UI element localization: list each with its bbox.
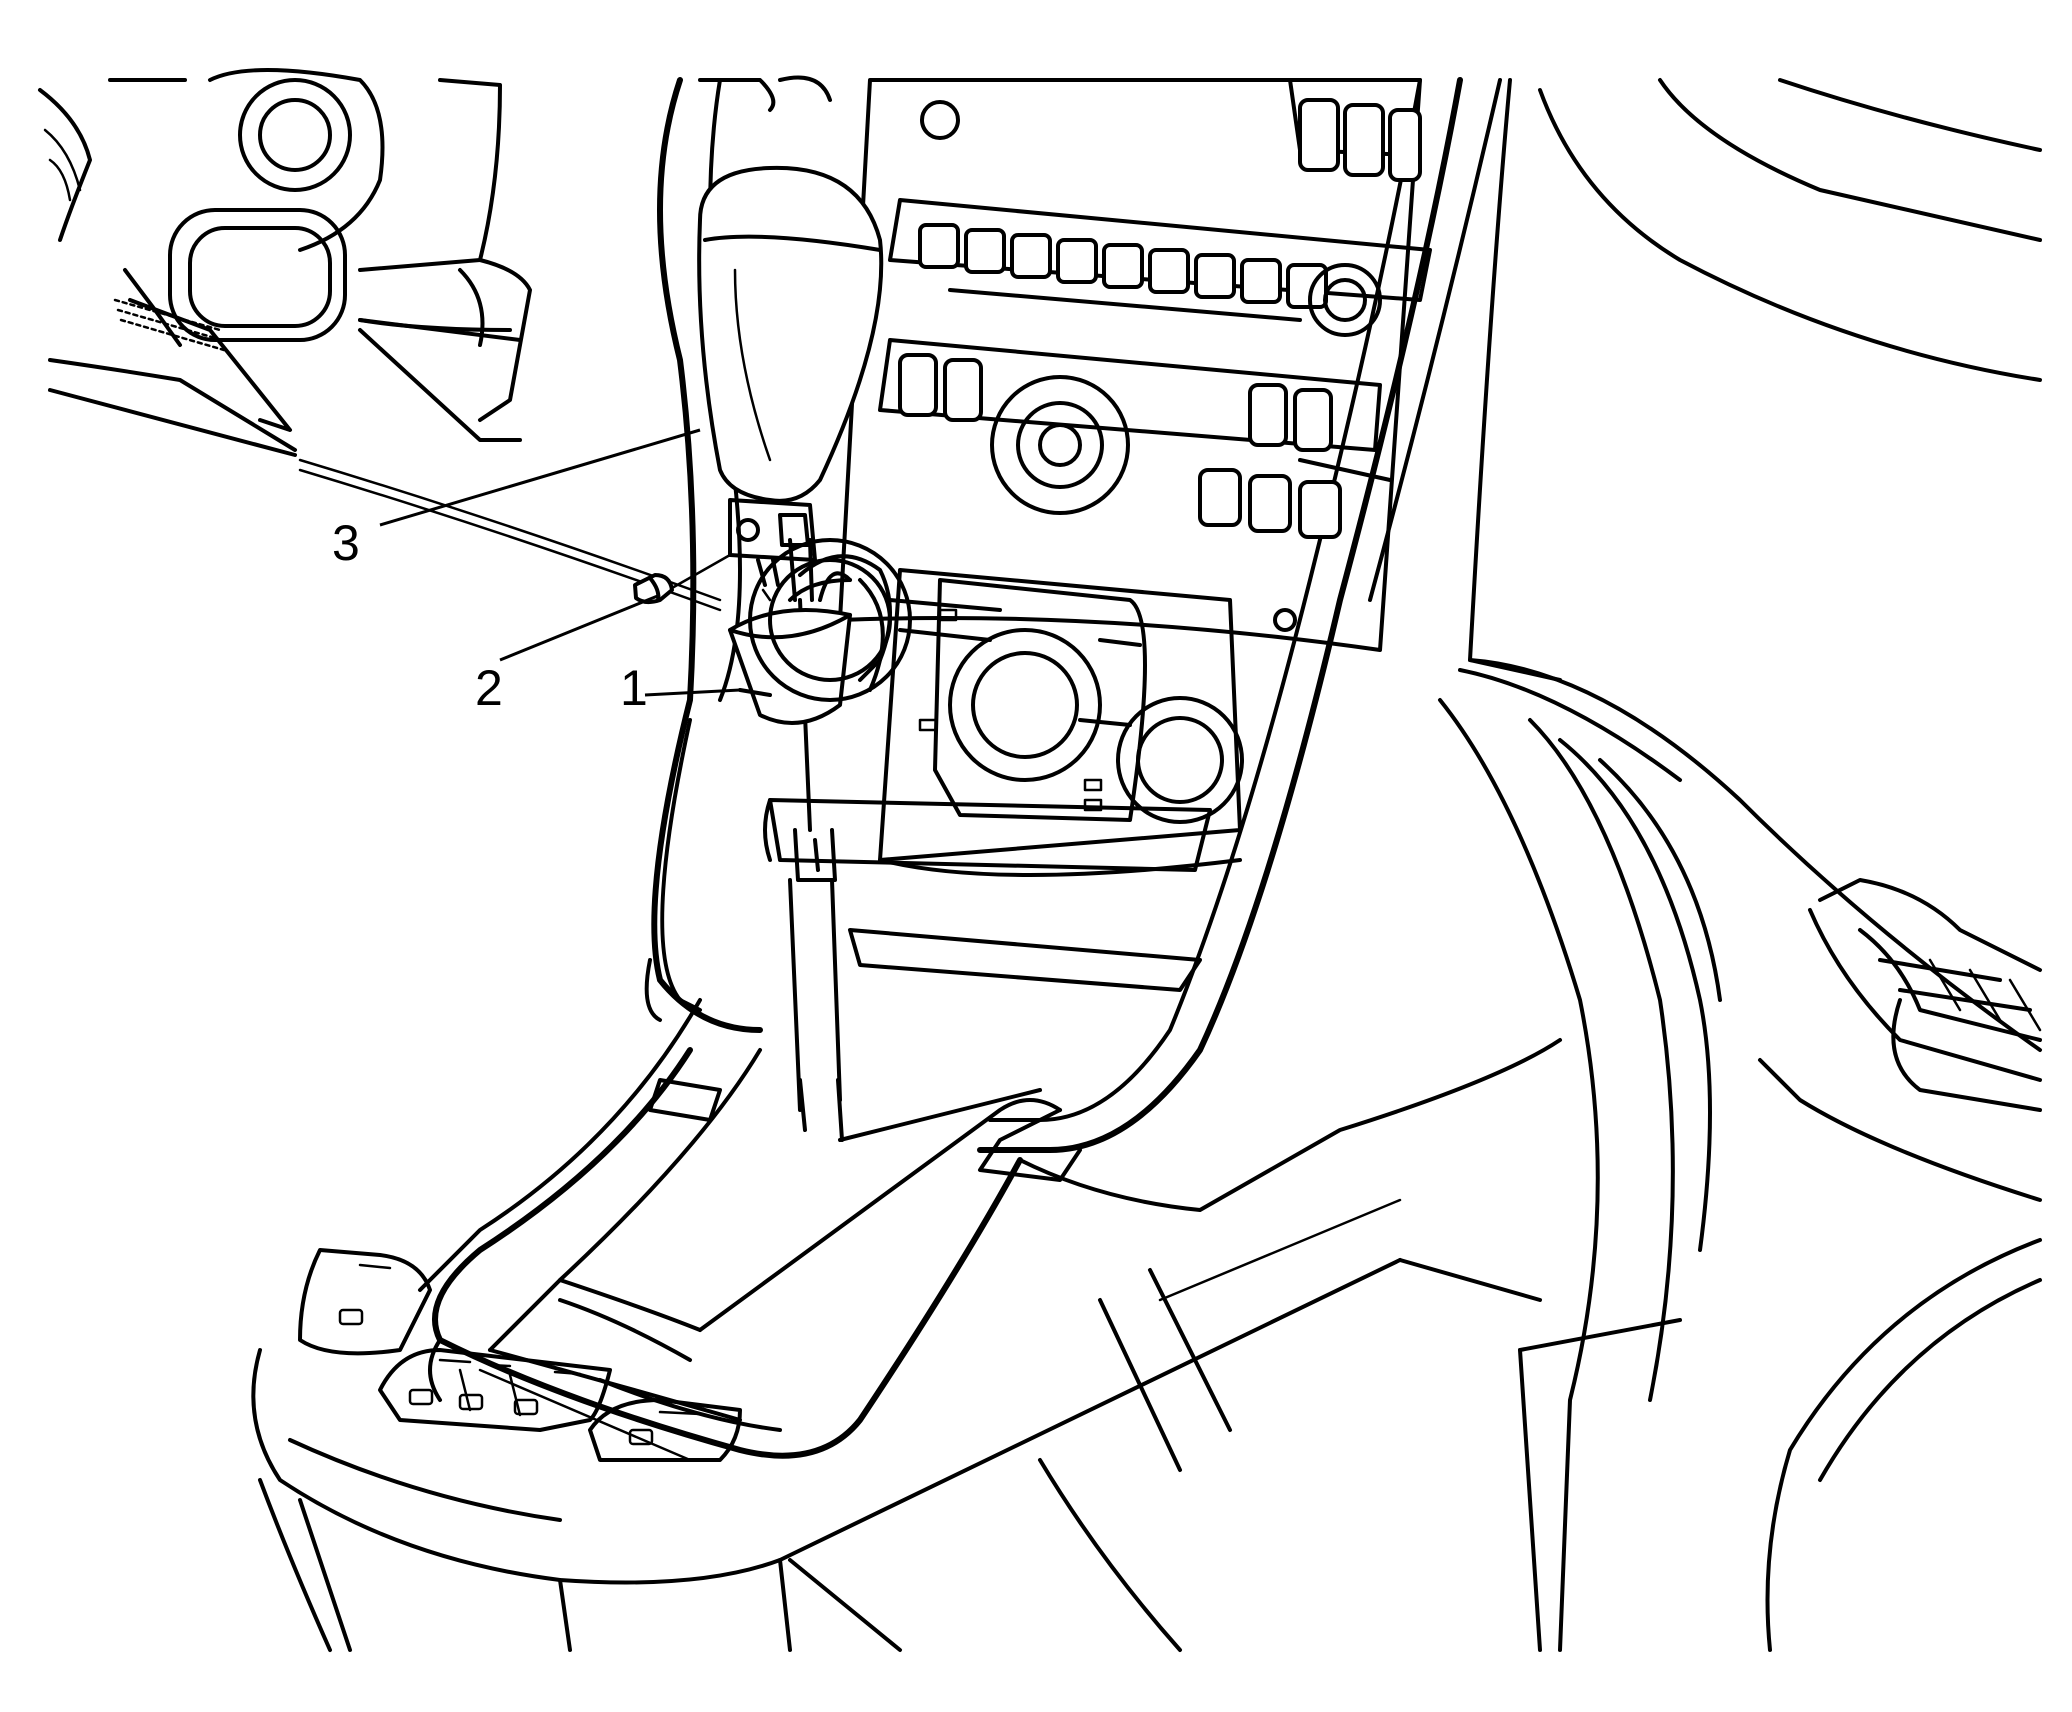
dotted-vent (113, 298, 226, 352)
hvac-left-knob (948, 628, 1102, 782)
radio-preset-buttons-top (918, 223, 1328, 309)
retainer-clip (633, 553, 732, 605)
knob-retainer-hole (736, 518, 760, 542)
radio-head-unit (838, 78, 1432, 652)
callout-3: 3 (332, 515, 360, 571)
radio-tune-knob-center (1323, 278, 1367, 322)
hvac-right-knob (1116, 696, 1244, 824)
leader-1 (644, 688, 741, 697)
radio-tune-knob (1308, 263, 1382, 337)
radio-buttons-lower (1198, 468, 1342, 539)
radio-volume-knob-inner (1016, 401, 1104, 489)
shift-knob (697, 165, 884, 602)
callouts: 3 2 1 (332, 515, 648, 716)
radio-power-knob (920, 100, 960, 140)
radio-top-buttons (1298, 98, 1422, 182)
callout-2: 2 (475, 660, 503, 716)
right-door-panel (1438, 78, 2042, 1652)
callout-1: 1 (620, 660, 648, 716)
radio-volume-knob (990, 375, 1130, 515)
console-switch-bank (298, 1248, 742, 1462)
left-dashboard (38, 68, 722, 612)
shift-indicator-window (648, 1078, 722, 1122)
trim-ring (748, 538, 912, 702)
hvac-controls (878, 568, 1244, 877)
lower-console (251, 1038, 1682, 1652)
radio-buttons-middle (898, 353, 1333, 452)
hvac-small-icons (918, 608, 1103, 812)
leader-lines (379, 428, 741, 697)
leader-3 (379, 428, 701, 527)
leader-2 (499, 593, 661, 662)
